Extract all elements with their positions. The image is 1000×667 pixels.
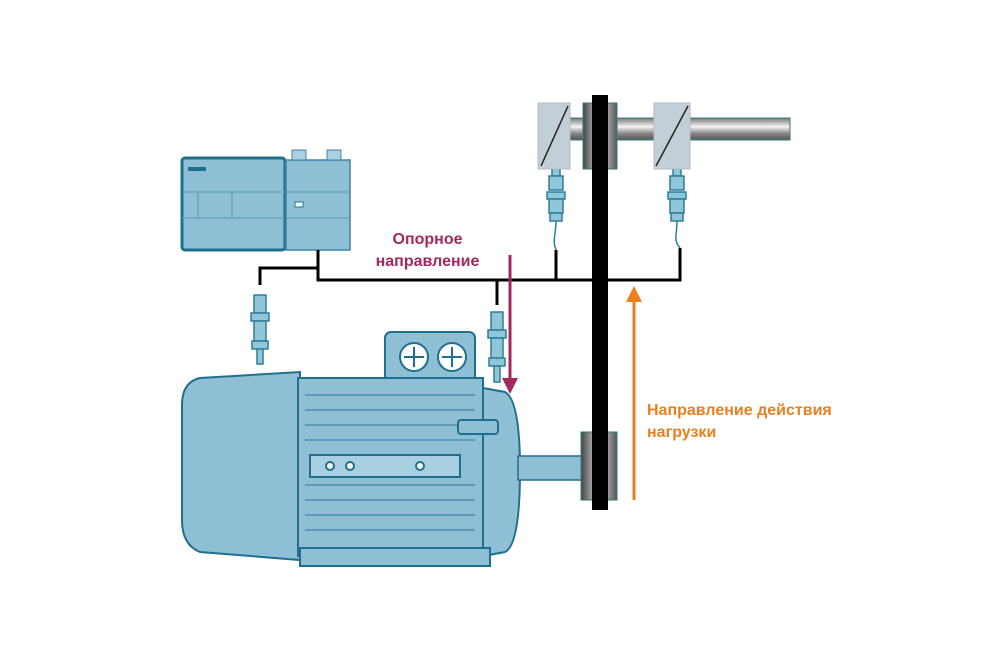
load-label-line1: Направление действия (647, 402, 832, 419)
motor-shaft (517, 455, 583, 481)
reference-label-line2: направление (375, 253, 480, 270)
sensor-bearing-right (667, 167, 687, 222)
reference-direction-arrow (502, 255, 518, 394)
sensor-motor-top (487, 311, 507, 383)
load-label-line2: нагрузки (647, 424, 717, 441)
sensor-bearing-left (546, 167, 566, 222)
sensor-motor-foot (250, 294, 270, 365)
driven-shaft-assembly (537, 102, 791, 170)
reference-label-line1: Опорное (392, 231, 463, 248)
load-direction-label: Направление действия нагрузки (647, 400, 832, 444)
electric-motor (181, 331, 522, 567)
drive-belt (592, 95, 608, 510)
plc-controller (180, 149, 351, 252)
signal-wiring (258, 248, 682, 305)
vibration-sensors (250, 167, 687, 383)
load-direction-arrow (626, 286, 642, 500)
reference-direction-label: Опорное направление (360, 229, 495, 273)
